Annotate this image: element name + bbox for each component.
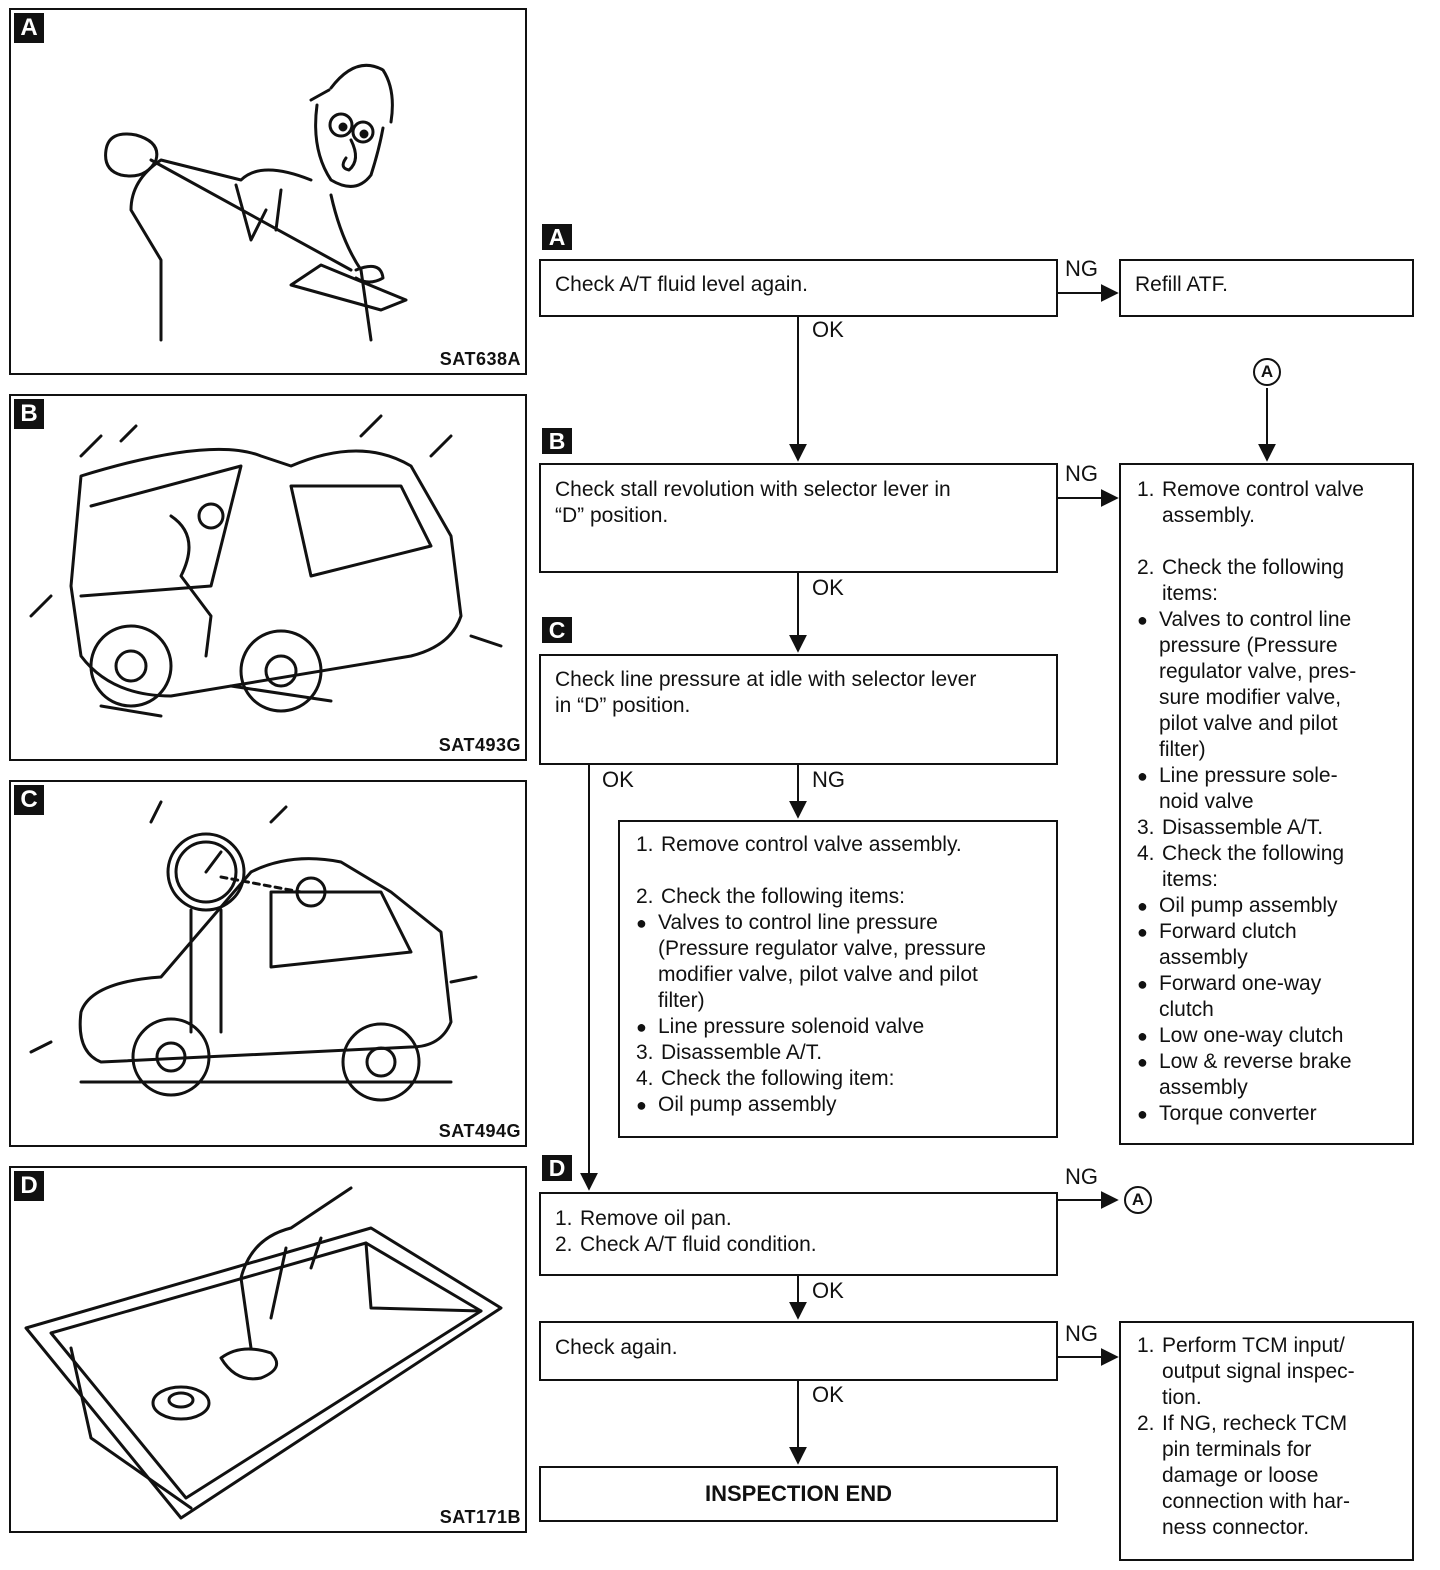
step-line: connection with har- xyxy=(1162,1490,1350,1513)
step-line: 2.Check the following xyxy=(1137,556,1345,579)
ng-label: NG xyxy=(1065,256,1098,281)
ng-label: NG xyxy=(812,767,845,792)
panel-tag: B xyxy=(14,399,44,429)
bullet-cont: pressure (Pressure xyxy=(1159,634,1338,657)
line-pressure-box: Check line pressure at idle with selecto… xyxy=(539,654,1058,765)
bullet-item: Line pressure solenoid valve xyxy=(636,1014,1056,1040)
ng-label: NG xyxy=(1065,1164,1098,1189)
connector-a-bottom: A xyxy=(1124,1186,1152,1214)
oil-pan-box: 1.Remove oil pan. 2.Check A/T fluid cond… xyxy=(539,1192,1058,1276)
ok-label: OK xyxy=(812,317,844,342)
step-line: output signal inspec- xyxy=(1162,1360,1355,1383)
panel-tag: C xyxy=(14,785,44,815)
bullet-cont: filter) xyxy=(1159,738,1206,761)
panel-tag: D xyxy=(14,1171,44,1201)
right-repair-box: 1.Remove control valve assembly. 2.Check… xyxy=(1119,463,1414,1145)
step-line: 1.Remove control valve assembly. xyxy=(636,833,962,856)
bullet-cont: regulator valve, pres- xyxy=(1159,660,1357,683)
illustration-panel-b: B SAT493G xyxy=(9,394,527,761)
step-line: 3.Disassemble A/T. xyxy=(1137,816,1324,839)
step-line: 4.Check the following xyxy=(1137,842,1345,865)
bullet-item: Line pressure sole- xyxy=(1137,763,1412,789)
ok-label: OK xyxy=(602,767,634,792)
panel-tag: A xyxy=(14,13,44,43)
bullet-cont: noid valve xyxy=(1159,790,1254,813)
step-line: damage or loose xyxy=(1162,1464,1319,1487)
ok-label: OK xyxy=(812,575,844,600)
bullet-item: Oil pump assembly xyxy=(636,1092,1056,1118)
refill-atf-box: Refill ATF. xyxy=(1119,259,1414,317)
ng-label: NG xyxy=(1065,461,1098,486)
step-line: 2.Check the following items: xyxy=(636,885,905,908)
bullet-cont: assembly xyxy=(1159,1076,1248,1099)
bullet-cont: modifier valve, pilot valve and pilot xyxy=(658,963,978,986)
bullet-item: Forward clutch xyxy=(1137,919,1412,945)
step-line: 2.Check A/T fluid condition. xyxy=(555,1233,817,1256)
bullet-cont: pilot valve and pilot xyxy=(1159,712,1338,735)
mid-repair-box: 1.Remove control valve assembly. 2.Check… xyxy=(618,820,1058,1138)
box-text: Check A/T fluid level again. xyxy=(555,273,808,296)
illustration-panel-d: D SAT171B xyxy=(9,1166,527,1533)
step-tag-c: C xyxy=(542,617,572,643)
panel-code: SAT494G xyxy=(438,1121,521,1141)
box-text: in “D” position. xyxy=(555,694,691,717)
bullet-item: Forward one-way xyxy=(1137,971,1412,997)
bullet-item: Low one-way clutch xyxy=(1137,1023,1412,1049)
step-line: tion. xyxy=(1162,1386,1202,1409)
ok-label: OK xyxy=(812,1382,844,1407)
panel-code: SAT638A xyxy=(439,349,521,369)
step-line: 1.Remove oil pan. xyxy=(555,1207,732,1230)
bullet-item: Low & reverse brake xyxy=(1137,1049,1412,1075)
bullet-item: Valves to control line xyxy=(1137,607,1412,633)
box-text: Check stall revolution with selector lev… xyxy=(555,478,951,501)
bullet-item: Oil pump assembly xyxy=(1137,893,1412,919)
mechanic-dipstick-icon xyxy=(104,63,408,342)
step-tag-a: A xyxy=(542,224,572,250)
step-line: 1.Remove control valve xyxy=(1137,478,1364,501)
bullet-cont: (Pressure regulator valve, pressure xyxy=(658,937,986,960)
step-line: 3.Disassemble A/T. xyxy=(636,1041,823,1064)
line-pressure-gauge-icon xyxy=(29,800,478,1102)
step-line: items: xyxy=(1162,868,1219,891)
illustration-panel-a: A SAT638A xyxy=(9,8,527,375)
box-text: Check line pressure at idle with selecto… xyxy=(555,668,977,691)
panel-code: SAT171B xyxy=(439,1507,521,1527)
step-line: 4.Check the following item: xyxy=(636,1067,895,1090)
step-line: 2.If NG, recheck TCM xyxy=(1137,1412,1348,1435)
stall-revolution-box: Check stall revolution with selector lev… xyxy=(539,463,1058,573)
connector-a-top: A xyxy=(1253,358,1281,386)
tcm-inspection-box: 1.Perform TCM input/ output signal inspe… xyxy=(1119,1321,1414,1561)
step-line: assembly. xyxy=(1162,504,1255,527)
bullet-item: Torque converter xyxy=(1137,1101,1412,1127)
step-line: items: xyxy=(1162,582,1219,605)
bullet-cont: filter) xyxy=(658,989,705,1012)
inspection-end-box: INSPECTION END xyxy=(539,1466,1058,1522)
box-text: Check again. xyxy=(555,1336,678,1359)
illustration-panel-c: C SAT494G xyxy=(9,780,527,1147)
panel-code: SAT493G xyxy=(438,735,521,755)
bullet-item: Valves to control line pressure xyxy=(636,910,1056,936)
ok-label: OK xyxy=(812,1278,844,1303)
car-stall-test-icon xyxy=(29,414,503,718)
check-fluid-level-box: Check A/T fluid level again. xyxy=(539,259,1058,317)
box-text: “D” position. xyxy=(555,504,669,527)
step-line: ness connector. xyxy=(1162,1516,1310,1539)
step-line: 1.Perform TCM input/ xyxy=(1137,1334,1345,1357)
bullet-cont: clutch xyxy=(1159,998,1214,1021)
bullet-cont: assembly xyxy=(1159,946,1248,969)
step-tag-b: B xyxy=(542,428,572,454)
box-text: Refill ATF. xyxy=(1135,273,1228,296)
step-line: pin terminals for xyxy=(1162,1438,1312,1461)
bullet-cont: sure modifier valve, xyxy=(1159,686,1342,709)
box-text: INSPECTION END xyxy=(704,1481,893,1506)
ng-label: NG xyxy=(1065,1321,1098,1346)
step-tag-d: D xyxy=(542,1155,572,1181)
check-again-box: Check again. xyxy=(539,1321,1058,1381)
oil-pan-icon xyxy=(24,1186,503,1520)
